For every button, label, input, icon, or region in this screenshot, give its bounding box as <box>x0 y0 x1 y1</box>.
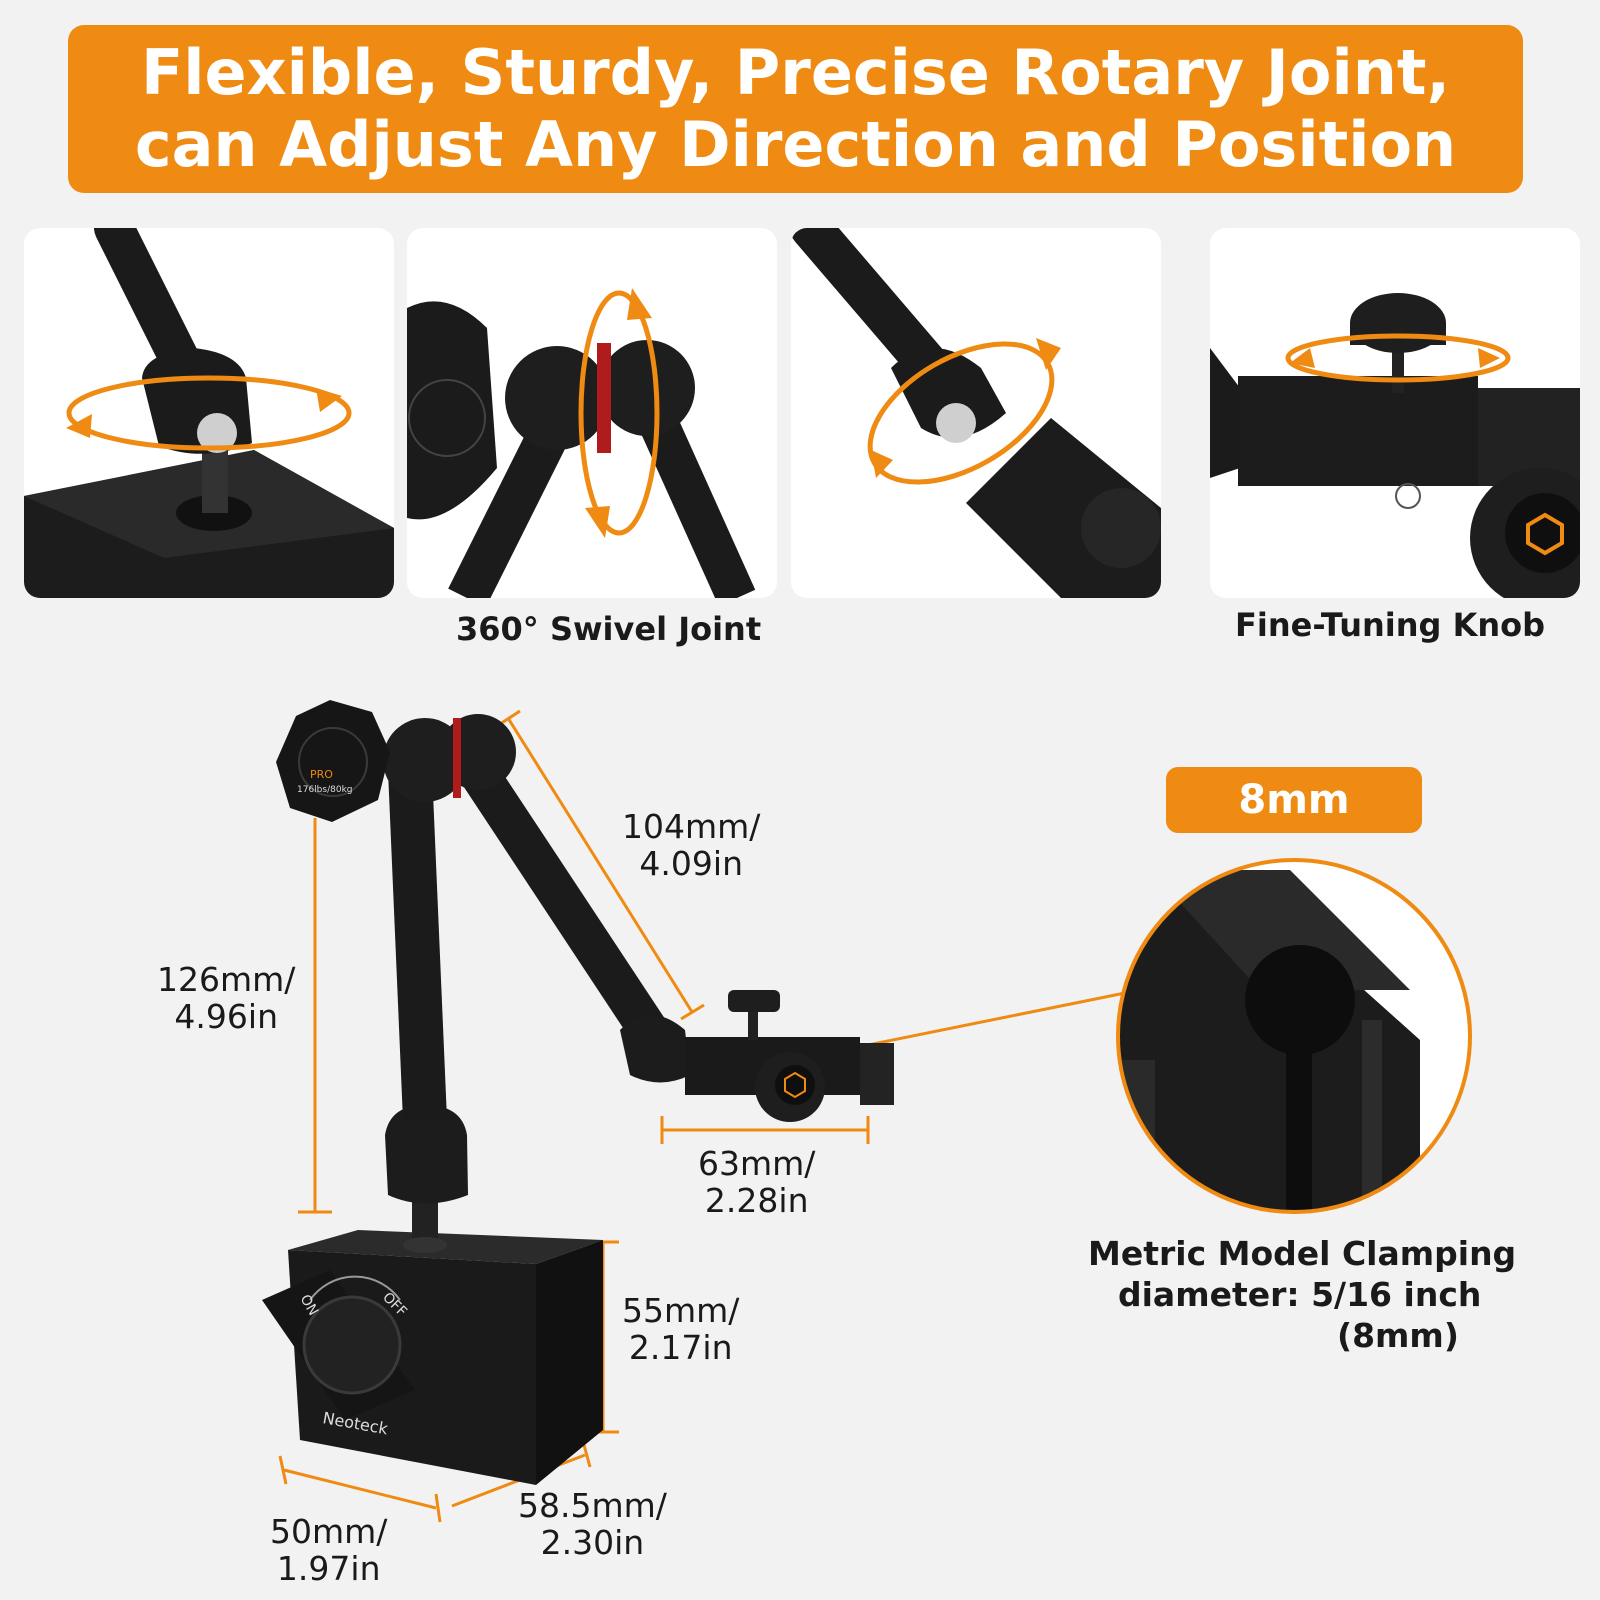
headline-banner: Flexible, Sturdy, Precise Rotary Joint, … <box>68 25 1523 193</box>
detail-tile-fine-tuning-knob <box>1210 228 1580 598</box>
headline-line-2: can Adjust Any Direction and Position <box>134 108 1457 181</box>
caption-swivel-joint: 360° Swivel Joint <box>456 610 762 648</box>
detail-tile-base-joint <box>24 228 394 598</box>
caption-fine-tuning-knob: Fine-Tuning Knob <box>1235 606 1546 644</box>
detail-tile-swivel-joint <box>407 228 777 598</box>
fine-tuning-knob-photo <box>1210 293 1580 598</box>
rotation-arrow-icon <box>1285 333 1511 383</box>
clamp-note-line-1: Metric Model Clamping <box>1088 1234 1517 1273</box>
swivel-joint-photo <box>407 288 756 598</box>
dim-upper-arm: 104mm/ 4.09in <box>622 807 761 883</box>
clamp-joint-photo <box>791 228 1161 598</box>
rotation-arrow-icon <box>66 375 352 451</box>
dim-base-depth: 58.5mm/ 2.30in <box>518 1486 667 1562</box>
base-joint-photo <box>24 228 394 598</box>
detail-tile-clamp-joint <box>791 228 1161 598</box>
dim-clamp-width: 63mm/ 2.28in <box>698 1144 816 1220</box>
dim-base-height: 55mm/ 2.17in <box>622 1291 740 1367</box>
clamp-size-badge: 8mm <box>1166 767 1422 833</box>
dim-base-width: 50mm/ 1.97in <box>270 1512 388 1588</box>
knob-brand-label: PRO <box>310 768 333 781</box>
dim-lower-arm: 126mm/ 4.96in <box>157 960 296 1036</box>
headline-line-1: Flexible, Sturdy, Precise Rotary Joint, <box>140 36 1451 109</box>
brand-logo-icon <box>1526 512 1564 556</box>
knob-rating-label: 176lbs/80kg <box>297 785 353 795</box>
clamp-note-line-2: diameter: 5/16 inch <box>1118 1275 1482 1314</box>
clamp-note-line-3: (8mm) <box>1337 1316 1459 1355</box>
rotation-arrow-icon <box>578 290 660 536</box>
